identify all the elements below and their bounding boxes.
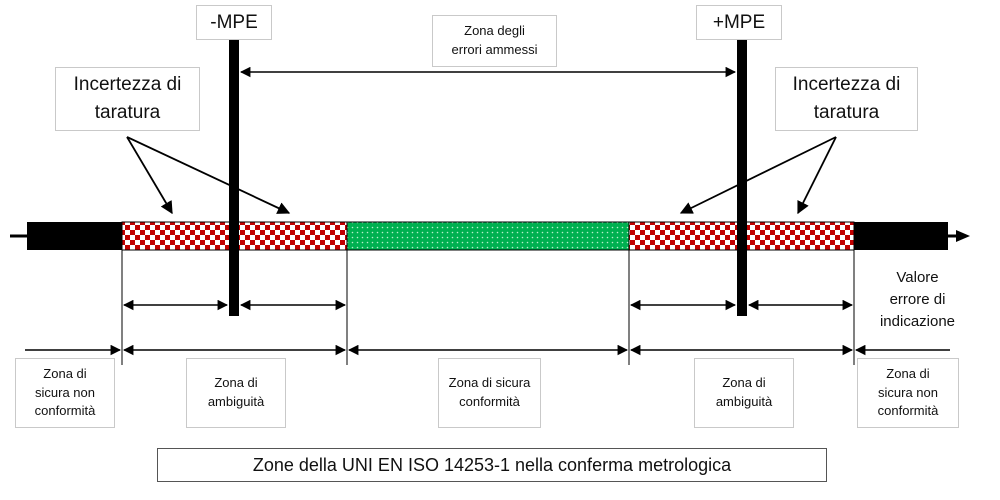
zone-conformity: Zona di sicura conformità <box>438 358 541 428</box>
diagram-caption: Zone della UNI EN ISO 14253-1 nella conf… <box>157 448 827 482</box>
zone-ambiguity-left: Zona di ambiguità <box>186 358 286 428</box>
minus-mpe-post <box>229 40 239 316</box>
error-value-axis-label: Valore errore di indicazione <box>879 269 956 330</box>
conformity-segment <box>346 221 630 251</box>
permitted-errors-label: Zona degli errori ammessi <box>432 15 557 67</box>
uncertainty-pointers-right <box>679 136 837 215</box>
plus-mpe-post <box>737 40 747 316</box>
zone-nonconformity-left: Zona di sicura non conformità <box>15 358 115 428</box>
zone-ambiguity-right: Zona di ambiguità <box>694 358 794 428</box>
minus-mpe-label: -MPE <box>196 5 272 40</box>
nonconformity-segment-right <box>854 222 948 250</box>
plus-mpe-label: +MPE <box>696 5 782 40</box>
nonconformity-segment-left <box>27 222 122 250</box>
zone-nonconformity-right: Zona di sicura non conformità <box>857 358 959 428</box>
calibration-uncertainty-label-left: Incertezza di taratura <box>55 67 200 131</box>
calibration-uncertainty-label-right: Incertezza di taratura <box>775 67 918 131</box>
uncertainty-pointers-left <box>126 136 291 215</box>
zone-dividers <box>121 250 855 365</box>
